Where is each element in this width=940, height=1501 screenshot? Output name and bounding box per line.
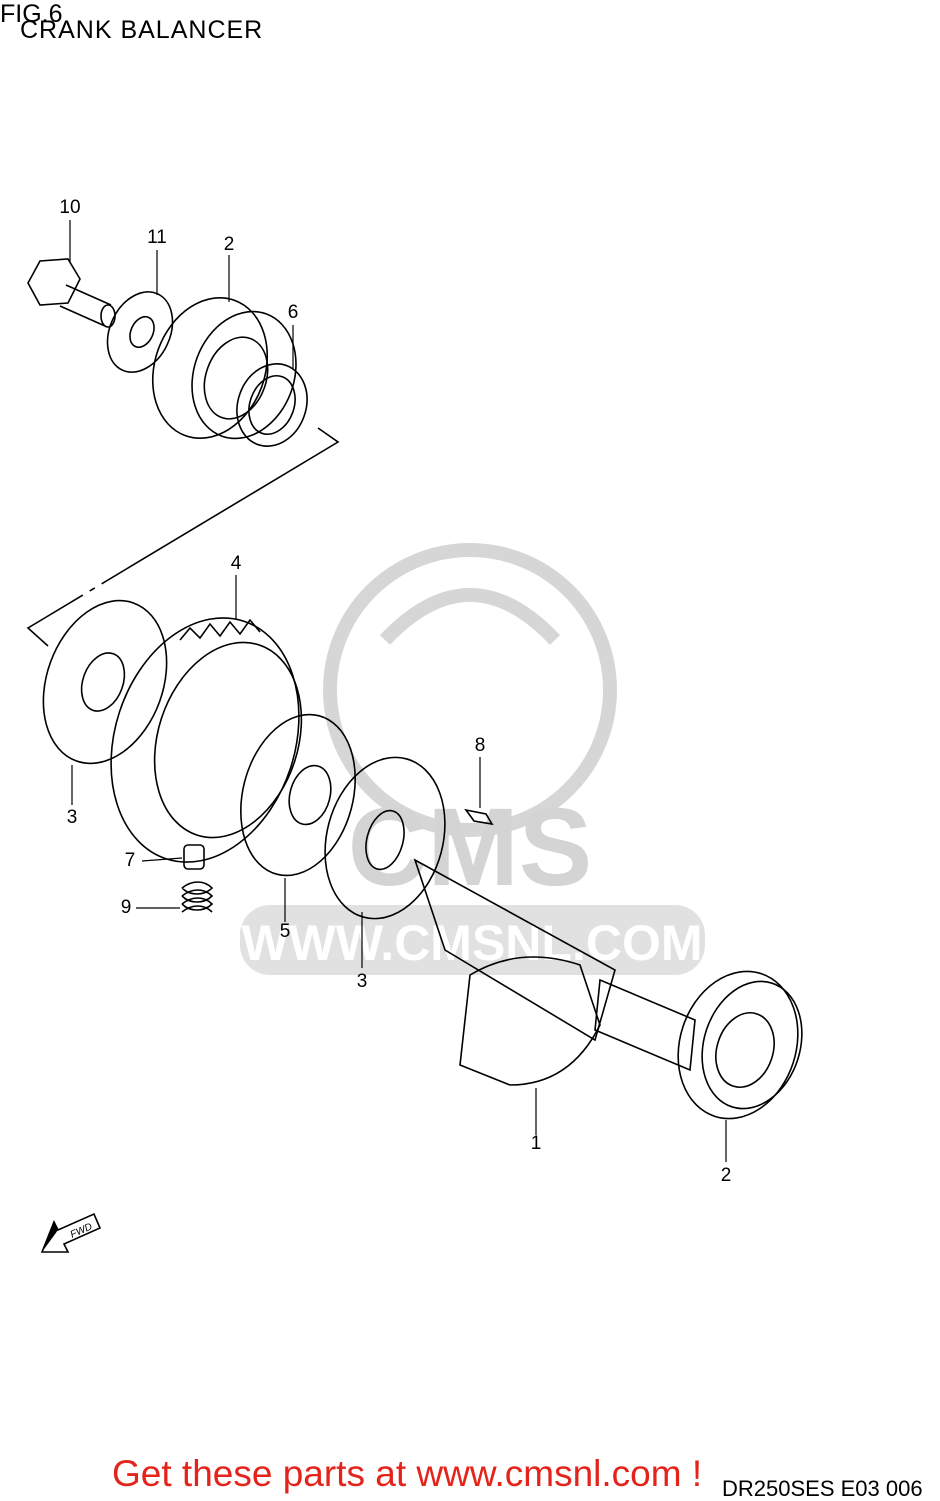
callout-2-top: 2 (223, 234, 235, 255)
callout-10: 10 (59, 197, 81, 218)
diagram-code: DR250SES E03 006 (722, 1476, 923, 1501)
callout-6: 6 (287, 302, 299, 323)
leader-lines (69, 220, 727, 1162)
watermark (240, 543, 705, 975)
callout-4: 4 (230, 553, 242, 574)
balancer-shaft-part (413, 858, 696, 1086)
bearing-part-top (151, 296, 297, 440)
oil-seal-part (236, 363, 308, 447)
washer-part-left (42, 599, 168, 765)
washer-part (106, 291, 174, 373)
callout-9: 9 (120, 897, 132, 918)
fwd-arrow-icon: FWD (40, 1212, 102, 1253)
callout-1: 1 (530, 1133, 542, 1154)
callout-8: 8 (474, 735, 486, 756)
bearing-part-bottom (677, 970, 803, 1120)
bolt-part (27, 258, 116, 328)
key-part (464, 808, 494, 826)
washer-part-center (324, 756, 446, 920)
figure-title: CRANK BALANCER (20, 16, 264, 44)
spring-part (181, 881, 214, 913)
callout-3-left: 3 (66, 807, 78, 828)
callout-5: 5 (279, 921, 291, 942)
watermark-url: WWW.CMSNL.COM (241, 915, 702, 971)
figure-number: FIG.6 (0, 0, 63, 28)
callout-3-center: 3 (356, 971, 368, 992)
assembly-line (26, 427, 340, 647)
watermark-brand: CMS (348, 786, 592, 909)
balancer-gear-part (110, 617, 303, 863)
promo-link[interactable]: Get these parts at www.cmsnl.com ! (112, 1453, 703, 1494)
callout-11: 11 (147, 227, 167, 248)
damper-part (239, 713, 357, 877)
pin-part (183, 844, 205, 870)
callout-7: 7 (124, 850, 136, 871)
callout-2-bottom: 2 (720, 1165, 732, 1186)
